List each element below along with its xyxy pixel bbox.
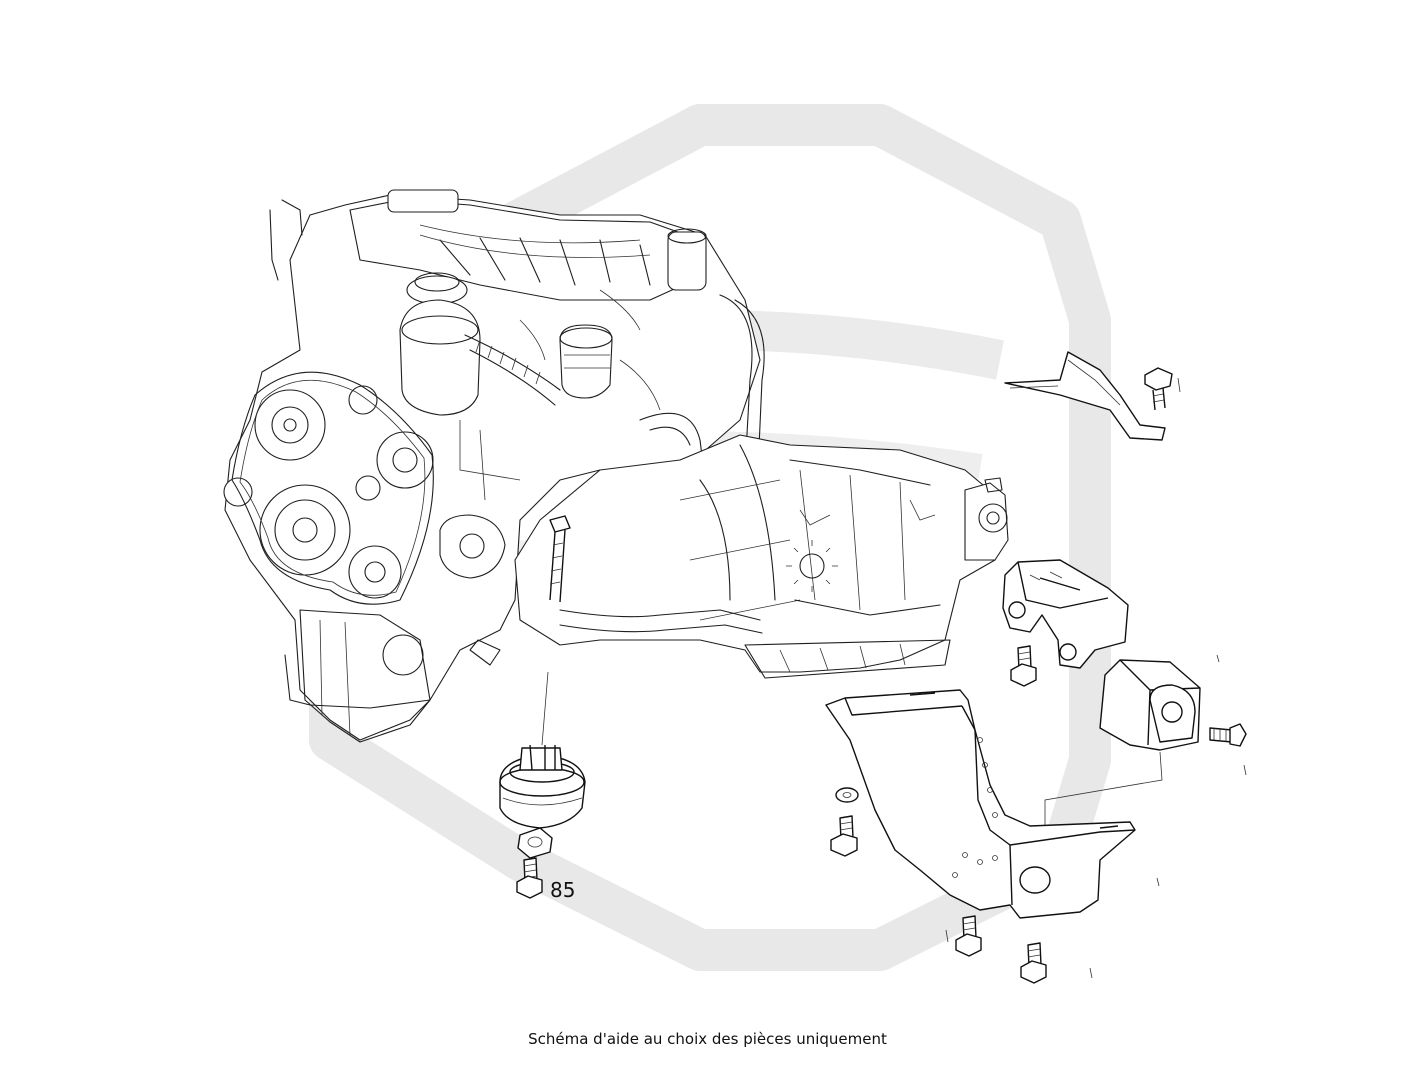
bracket-bolt xyxy=(1010,645,1037,687)
upper-bracket-bolt xyxy=(1144,367,1173,411)
crossmember xyxy=(825,689,1136,919)
engine-mount-bolt-long xyxy=(549,515,571,603)
callout-label-85: 85 xyxy=(550,878,575,902)
crossmember-bolt-left xyxy=(830,815,858,857)
crossmember-bolt-bottom-2 xyxy=(1020,942,1047,984)
crossmember-holes xyxy=(952,737,998,878)
engine-drawing xyxy=(223,189,765,743)
leader-lines-right xyxy=(945,654,1247,979)
crossmember-washer xyxy=(835,787,859,803)
diagram-caption: Schéma d'aide au choix des pièces unique… xyxy=(528,1030,887,1048)
mount-side-bolt xyxy=(1209,723,1247,747)
washer-nut xyxy=(517,827,553,859)
upper-bracket xyxy=(1004,351,1166,441)
transmission-drawing xyxy=(514,434,1009,679)
mount-bolt-85 xyxy=(516,857,543,899)
leader-line-front-mount xyxy=(541,671,549,746)
crossmember-bolt-bottom-1 xyxy=(955,915,982,957)
front-engine-mount xyxy=(499,744,586,829)
transmission-mount xyxy=(1099,659,1201,751)
mount-bracket xyxy=(1002,559,1129,669)
upper-bracket-tick xyxy=(1177,377,1181,393)
